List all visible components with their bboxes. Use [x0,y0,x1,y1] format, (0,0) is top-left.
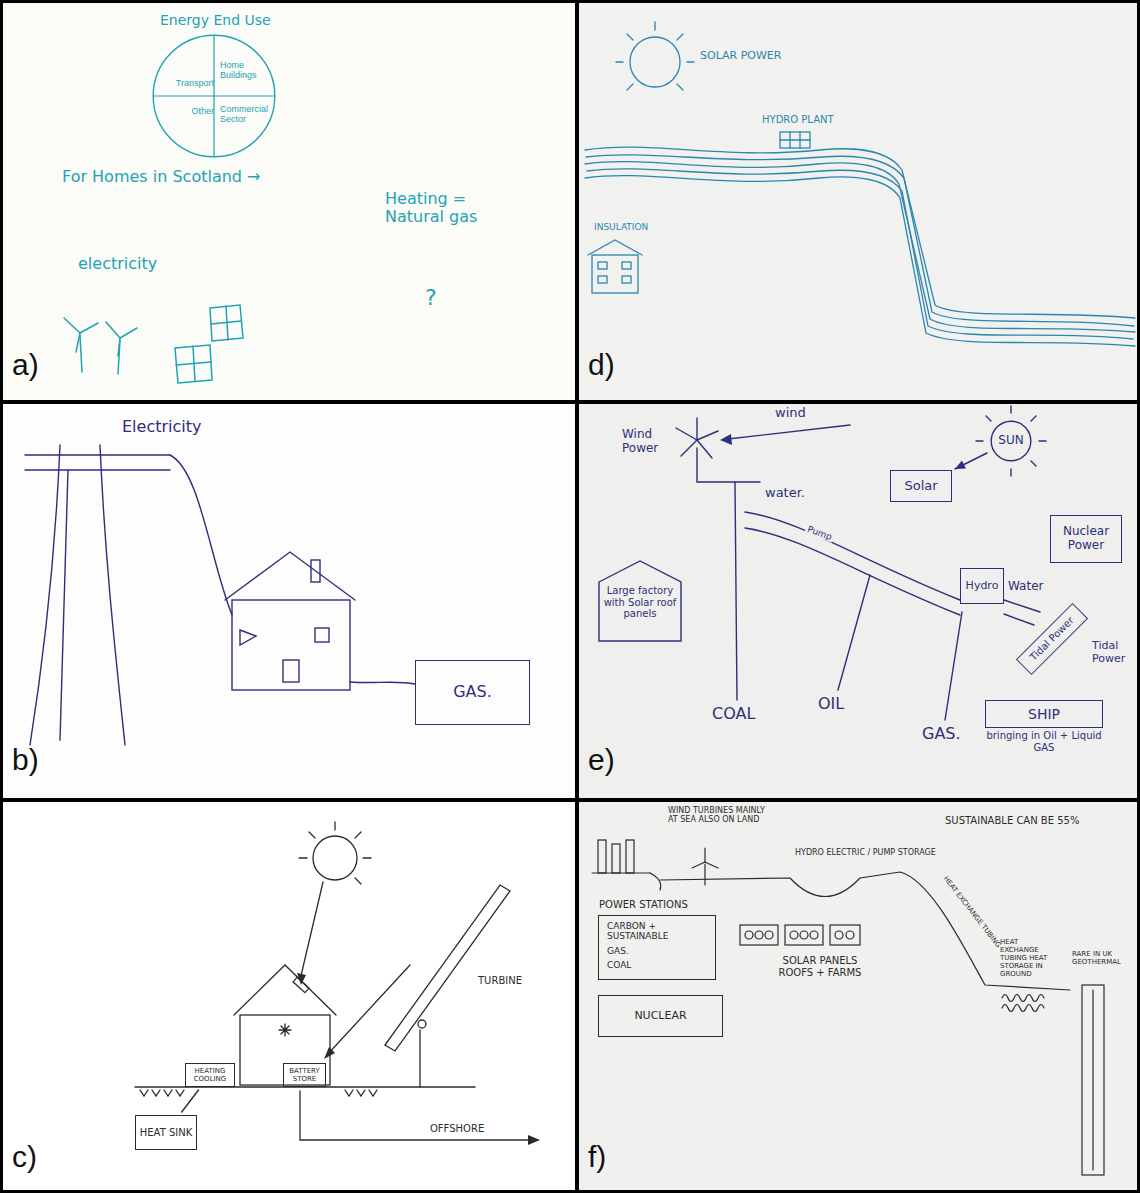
sketch-box: POWER STATIONSCARBON + SUSTAINABLEGAS.CO… [598,915,716,980]
sketch-label: Heating = Natural gas [385,190,505,227]
sketch-box: Nuclear Power [1050,515,1122,563]
circle-line [991,421,1031,461]
sketch-box: SHIPbringing in Oil + Liquid GAS [985,700,1103,728]
node-text: CARBON + SUSTAINABLE [607,921,707,942]
sketch-label: SOLAR PANELS ROOFS + FARMS [765,955,875,978]
sketch-label: HYDRO ELECTRIC / PUMP STORAGE [795,848,936,857]
sketch-label: COAL [712,705,755,723]
panel-letter: d) [588,348,615,383]
connector [955,453,987,469]
panel-letter: c) [12,1140,37,1175]
panel-letter: f) [588,1140,606,1175]
quadrant-line [154,95,274,96]
arrow-head [955,461,966,469]
sketch-box: BATTERY STORE [283,1063,326,1087]
sketch-label: OFFSHORE [430,1123,484,1135]
sketch-box: HEATING COOLING [185,1063,235,1087]
sketch-box: Hydro [960,568,1004,604]
sketch-label: For Homes in Scotland → [62,168,260,186]
sketch-box: Solar [890,470,952,502]
house-line [599,561,681,641]
node-text: NUCLEAR [634,1010,686,1023]
node-text: GAS. [453,683,492,701]
sketch-label: Electricity [122,418,201,436]
node-text: Transport [166,78,214,88]
node-text: Hydro [966,580,999,593]
node-text: Home Buildings [220,60,264,81]
sketch-label: Wind Power [622,428,674,456]
sketch-label: SUSTAINABLE CAN BE 55% [945,815,1079,827]
node-text: SHIP [1028,706,1060,722]
sketch-label: water. [765,486,805,501]
sketch-box: GAS. [415,660,530,725]
sketch-label: TURBINE [478,975,522,987]
house-node: Large factory with Solar roof panels [598,560,682,642]
sketch-label: OIL [818,695,844,713]
panel-letter: b) [12,743,39,778]
sketch-label: GAS. [922,725,961,743]
sketch-label: HYDRO PLANT [762,114,834,126]
node-text: BATTERY STORE [286,1067,323,1083]
connector-line [955,453,987,469]
sketch-label: INSULATION [594,222,648,232]
sketch-label: WIND TURBINES MAINLY AT SEA ALSO ON LAND [668,806,773,824]
node-text: Other [174,106,214,116]
sketch-label: electricity [78,255,157,273]
node-text: HEATING COOLING [188,1067,232,1083]
node-text: Solar [904,479,937,494]
panel-letter: e) [588,743,615,778]
sketch-box: HEAT SINK [135,1115,197,1150]
sketch-label: RARE IN UK GEOTHERMAL [1072,950,1134,966]
sketch-label: HEAT EXCHANGE TUBING HEAT STORAGE IN GRO… [1000,938,1058,978]
sketch-box: NUCLEAR [598,995,723,1037]
node-text: Commercial Sector [220,104,268,125]
node-text: POWER STATIONS [599,899,688,911]
sketch-label: Tidal Power [1092,640,1138,665]
node-text: Nuclear Power [1053,525,1119,553]
circle-outline [152,34,276,158]
sketch-label: ? [425,285,437,310]
circle-line [153,35,275,157]
node-text: COAL [607,960,631,970]
connector-line [182,1090,199,1112]
node-text: Large factory with Solar roof panels [603,585,677,620]
node-text: bringing in Oil + Liquid GAS [986,730,1102,753]
sketch-label: Energy End Use [160,12,271,28]
circle-node: Transport Home BuildingsOther Commercial S… [152,34,276,158]
node-text: HEAT SINK [140,1127,193,1139]
connector [182,1090,199,1112]
node-text: SUN [998,434,1023,448]
node-text: GAS. [607,946,629,956]
sketch-label: wind [775,406,806,421]
sketch-label: Water [1008,580,1043,594]
sketch-label: SOLAR POWER [700,50,781,63]
circle-node: SUN [990,420,1032,462]
panel-letter: a) [12,348,39,383]
